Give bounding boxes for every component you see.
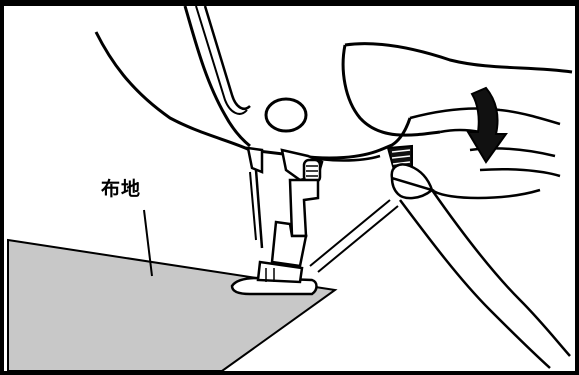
fabric-leader-line <box>143 209 153 277</box>
frame-border-left <box>0 0 4 375</box>
needle <box>254 169 264 249</box>
machine-front-panel <box>203 5 251 110</box>
thread-1 <box>309 199 391 267</box>
machine-front-panel-inner <box>195 5 248 115</box>
frame-border-bottom <box>0 371 579 375</box>
down-curved-arrow-icon <box>466 86 508 164</box>
hand-wrist <box>399 199 551 369</box>
hand-thumb <box>409 107 561 126</box>
needle-clamp <box>246 146 264 174</box>
thread-2 <box>317 205 399 273</box>
machine-head <box>94 31 412 160</box>
frame-border-right <box>575 0 579 375</box>
frame-border-top <box>0 0 579 6</box>
machine-arm <box>344 42 573 74</box>
presser-foot-shank <box>288 178 320 238</box>
fabric-label: 布地 <box>101 178 142 200</box>
machine-arm-edge <box>341 44 441 137</box>
round-button <box>264 97 308 133</box>
machine-head-upper <box>183 5 251 148</box>
